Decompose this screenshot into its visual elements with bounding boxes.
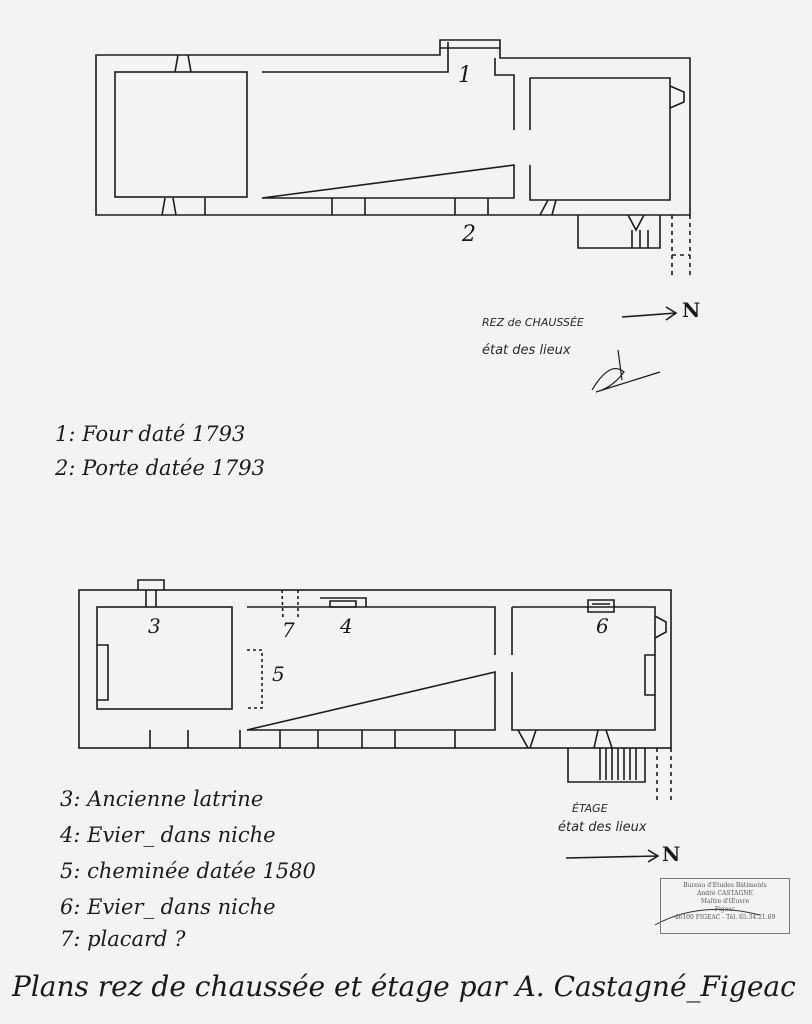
plan-etage bbox=[78, 579, 672, 863]
etage-outer-wall bbox=[78, 589, 672, 749]
etage-latrine bbox=[137, 579, 165, 607]
stamp-line: 46100 FIGEAC - Tél. 65.34.21.69 bbox=[674, 914, 776, 921]
etage-room-left bbox=[96, 606, 233, 710]
etage-marker-3: 3 bbox=[148, 614, 161, 638]
rdc-room-middle bbox=[261, 55, 515, 199]
rdc-north-arrow bbox=[621, 306, 678, 321]
etage-placard-7 bbox=[281, 589, 299, 621]
rdc-door-left-top bbox=[174, 54, 192, 73]
rdc-stair bbox=[577, 214, 661, 249]
stamp-line: Figeac bbox=[714, 906, 736, 913]
etage-marker-4: 4 bbox=[340, 614, 353, 638]
rdc-oven-niche bbox=[440, 42, 500, 55]
legend-rdc-item: 2: Porte datée 1793 bbox=[55, 456, 265, 480]
etage-room-right bbox=[511, 606, 656, 731]
rdc-outer-wall bbox=[95, 39, 691, 216]
rdc-room-right bbox=[529, 77, 671, 201]
etage-marker-6: 6 bbox=[596, 614, 609, 638]
etage-fireplace-right bbox=[654, 615, 667, 639]
legend-etage: 3: Ancienne latrine 4: Evier_ dans niche… bbox=[60, 787, 420, 957]
etage-title: ÉTAGE bbox=[572, 802, 608, 815]
legend-etage-item: 5: cheminée datée 1580 bbox=[60, 859, 316, 883]
rdc-title: REZ de CHAUSSÉE bbox=[482, 316, 584, 329]
legend-etage-item: 7: placard ? bbox=[60, 927, 186, 951]
rdc-dashed-extension bbox=[671, 215, 691, 278]
rdc-north-label: N bbox=[682, 298, 701, 322]
plan-rez-de-chaussee bbox=[95, 39, 691, 393]
etage-subtitle: état des lieux bbox=[558, 820, 647, 835]
legend-rez-de-chaussee: 1: Four daté 1793 2: Porte datée 1793 bbox=[55, 422, 355, 492]
rdc-marker-2: 2 bbox=[462, 222, 476, 247]
legend-etage-item: 3: Ancienne latrine bbox=[60, 787, 264, 811]
etage-window-left bbox=[97, 644, 109, 701]
etage-marker-7: 7 bbox=[282, 618, 295, 642]
etage-stair bbox=[567, 748, 646, 783]
rdc-door-left-bottom bbox=[161, 197, 177, 216]
drawing-caption: Plans rez de chaussée et étage par A. Ca… bbox=[12, 970, 796, 1003]
rdc-door-right-bottom bbox=[539, 199, 557, 216]
etage-north-arrow bbox=[565, 849, 660, 863]
signature-mark bbox=[591, 349, 661, 393]
rdc-subtitle: état des lieux bbox=[482, 343, 571, 358]
stamp-line: André CASTAGNÉ bbox=[697, 890, 753, 897]
etage-niche-4 bbox=[320, 597, 367, 608]
rdc-marker-1: 1 bbox=[458, 63, 472, 88]
stamp-scribble bbox=[654, 908, 761, 926]
etage-dashed-extension bbox=[656, 748, 672, 800]
stamp-line: Bureau d'Etudes Bâtiments bbox=[683, 882, 767, 889]
office-stamp: Bureau d'Etudes Bâtiments André CASTAGNÉ… bbox=[660, 878, 790, 934]
legend-etage-item: 6: Evier_ dans niche bbox=[60, 895, 276, 919]
rdc-room-left bbox=[114, 71, 248, 198]
rdc-door-ticks bbox=[204, 198, 489, 215]
etage-fireplace-5 bbox=[247, 649, 263, 709]
legend-rdc-item: 1: Four daté 1793 bbox=[55, 422, 246, 446]
etage-window-right bbox=[644, 654, 655, 696]
etage-niche-6 bbox=[587, 599, 615, 613]
etage-north-label: N bbox=[662, 842, 681, 866]
etage-marker-5: 5 bbox=[272, 662, 285, 686]
etage-window-ticks bbox=[149, 729, 613, 749]
legend-etage-item: 4: Evier_ dans niche bbox=[60, 823, 276, 847]
rdc-fireplace-right bbox=[669, 85, 685, 109]
stamp-line: Maître d'Œuvre bbox=[700, 898, 750, 905]
